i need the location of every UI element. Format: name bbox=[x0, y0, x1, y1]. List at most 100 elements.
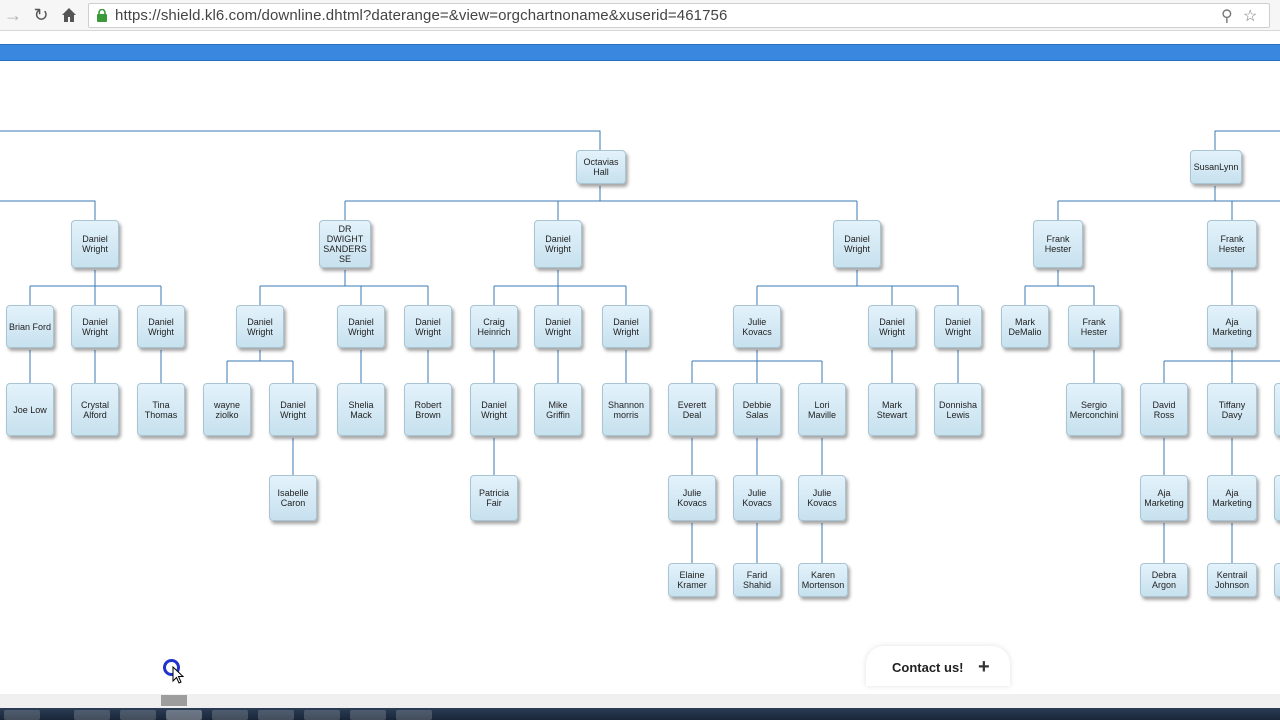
org-node-label: Everett Deal bbox=[677, 399, 707, 420]
org-node[interactable]: Robert Brown bbox=[404, 383, 452, 436]
address-bar[interactable]: https://shield.kl6.com/downline.dhtml?da… bbox=[88, 3, 1270, 28]
org-node[interactable]: Debra Argon bbox=[1140, 563, 1188, 597]
org-node-label: Mark DeMalio bbox=[1008, 316, 1042, 337]
org-node-partial[interactable] bbox=[1274, 563, 1280, 597]
org-node[interactable]: Julie Kovacs bbox=[798, 475, 846, 521]
org-node-label: Mike Griffin bbox=[546, 399, 570, 420]
org-node-label: Aja Marketing bbox=[1144, 488, 1184, 508]
taskbar-item[interactable] bbox=[396, 710, 432, 720]
org-node[interactable]: Daniel Wright bbox=[868, 305, 916, 348]
taskbar-item[interactable] bbox=[350, 710, 386, 720]
org-node[interactable]: Patricia Fair bbox=[470, 475, 518, 521]
org-node-label: Frank Hester bbox=[1218, 234, 1246, 254]
org-node-label: Daniel Wright bbox=[280, 399, 306, 420]
org-node[interactable]: Daniel Wright bbox=[71, 305, 119, 348]
org-node-label: wayne ziolko bbox=[213, 399, 240, 420]
org-node[interactable]: Mike Griffin bbox=[534, 383, 582, 436]
contact-us-label: Contact us! bbox=[892, 660, 964, 675]
org-node[interactable]: Karen Mortenson bbox=[798, 563, 848, 597]
org-node-label: Brian Ford bbox=[8, 321, 52, 332]
org-node[interactable]: Daniel Wright bbox=[236, 305, 284, 348]
org-node[interactable]: Brian Ford bbox=[6, 305, 54, 348]
org-node[interactable]: Julie Kovacs bbox=[668, 475, 716, 521]
org-node[interactable]: Daniel Wright bbox=[71, 220, 119, 268]
org-node-partial[interactable] bbox=[1274, 475, 1280, 521]
org-node[interactable]: Farid Shahid bbox=[733, 563, 781, 597]
taskbar-item[interactable] bbox=[258, 710, 294, 720]
org-node-label: Crystal Alford bbox=[80, 399, 109, 420]
org-node[interactable]: Tiffany Davy bbox=[1207, 383, 1257, 436]
org-node[interactable]: Isabelle Caron bbox=[269, 475, 317, 521]
taskbar-item[interactable] bbox=[4, 710, 40, 720]
plus-icon: + bbox=[978, 656, 990, 678]
org-node-label: Daniel Wright bbox=[844, 234, 870, 254]
org-node[interactable]: SusanLynn bbox=[1190, 150, 1242, 184]
org-node[interactable]: Tina Thomas bbox=[137, 383, 185, 436]
org-node-label: Julie Kovacs bbox=[807, 488, 837, 508]
org-node[interactable]: Daniel Wright bbox=[337, 305, 385, 348]
org-node-label: Tina Thomas bbox=[144, 399, 178, 420]
org-node[interactable]: Everett Deal bbox=[668, 383, 716, 436]
taskbar-item[interactable] bbox=[74, 710, 110, 720]
org-node[interactable]: Debbie Salas bbox=[733, 383, 781, 436]
org-node[interactable]: Shelia Mack bbox=[337, 383, 385, 436]
org-node[interactable]: Kentrail Johnson bbox=[1207, 563, 1257, 597]
org-node[interactable]: Aja Marketing bbox=[1140, 475, 1188, 521]
org-node-label: Daniel Wright bbox=[879, 316, 905, 337]
org-node[interactable]: Daniel Wright bbox=[534, 220, 582, 268]
org-node[interactable]: Elaine Kramer bbox=[668, 563, 716, 597]
home-icon[interactable] bbox=[58, 4, 80, 26]
org-node-label: Daniel Wright bbox=[148, 316, 174, 337]
org-node[interactable]: Shannon morris bbox=[602, 383, 650, 436]
org-node[interactable]: Daniel Wright bbox=[534, 305, 582, 348]
org-node[interactable]: Mark Stewart bbox=[868, 383, 916, 436]
org-node[interactable]: Lori Maville bbox=[798, 383, 846, 436]
org-node[interactable]: Crystal Alford bbox=[71, 383, 119, 436]
org-node-label: Julie Kovacs bbox=[742, 316, 772, 337]
contact-us-button[interactable]: Contact us! + bbox=[866, 646, 1010, 686]
org-node[interactable]: wayne ziolko bbox=[203, 383, 251, 436]
org-node[interactable]: Daniel Wright bbox=[269, 383, 317, 436]
org-node[interactable]: DR DWIGHT SANDERS SE bbox=[319, 220, 371, 268]
org-node[interactable]: Joe Low bbox=[6, 383, 54, 436]
org-node-label: Julie Kovacs bbox=[742, 488, 772, 508]
taskbar-item-active[interactable] bbox=[166, 710, 202, 720]
reload-icon[interactable]: ↻ bbox=[33, 5, 49, 25]
org-node[interactable]: Sergio Merconchini bbox=[1066, 383, 1122, 436]
org-node-label: Daniel Wright bbox=[82, 316, 108, 337]
org-node[interactable]: Donnisha Lewis bbox=[934, 383, 982, 436]
org-node[interactable]: Mark DeMalio bbox=[1001, 305, 1049, 348]
org-node[interactable]: Craig Heinrich bbox=[470, 305, 518, 348]
org-node[interactable]: Aja Marketing bbox=[1207, 475, 1257, 521]
org-node[interactable]: Octavias Hall bbox=[576, 150, 626, 184]
org-node-label: David Ross bbox=[1152, 399, 1176, 420]
org-node[interactable]: Daniel Wright bbox=[934, 305, 982, 348]
org-node[interactable]: Frank Hester bbox=[1207, 220, 1257, 268]
org-node[interactable]: Daniel Wright bbox=[404, 305, 452, 348]
org-node[interactable]: David Ross bbox=[1140, 383, 1188, 436]
taskbar-item[interactable] bbox=[120, 710, 156, 720]
scrollbar-thumb[interactable] bbox=[161, 695, 187, 706]
org-node-label: Daniel Wright bbox=[945, 316, 971, 337]
org-node[interactable]: Daniel Wright bbox=[602, 305, 650, 348]
mouse-pointer-icon bbox=[172, 666, 184, 684]
org-node[interactable]: Daniel Wright bbox=[137, 305, 185, 348]
org-node-label: Shannon morris bbox=[607, 399, 645, 420]
zoom-icon[interactable]: ⚲ bbox=[1221, 8, 1233, 25]
org-node[interactable]: Julie Kovacs bbox=[733, 305, 781, 348]
org-node-partial[interactable] bbox=[1274, 383, 1280, 436]
org-node[interactable]: Aja Marketing bbox=[1207, 305, 1257, 348]
org-node-label: Daniel Wright bbox=[545, 234, 571, 254]
bookmark-star-icon[interactable]: ☆ bbox=[1243, 8, 1258, 25]
org-node[interactable]: Julie Kovacs bbox=[733, 475, 781, 521]
org-node[interactable]: Frank Hester bbox=[1068, 305, 1120, 348]
taskbar-item[interactable] bbox=[304, 710, 340, 720]
taskbar-item[interactable] bbox=[212, 710, 248, 720]
org-node[interactable]: Daniel Wright bbox=[833, 220, 881, 268]
forward-icon[interactable]: → bbox=[4, 5, 22, 25]
org-node-label: Frank Hester bbox=[1044, 234, 1072, 254]
horizontal-scrollbar[interactable] bbox=[0, 694, 1280, 708]
org-node-label: Octavias Hall bbox=[583, 157, 619, 177]
org-node[interactable]: Daniel Wright bbox=[470, 383, 518, 436]
org-node[interactable]: Frank Hester bbox=[1033, 220, 1083, 268]
